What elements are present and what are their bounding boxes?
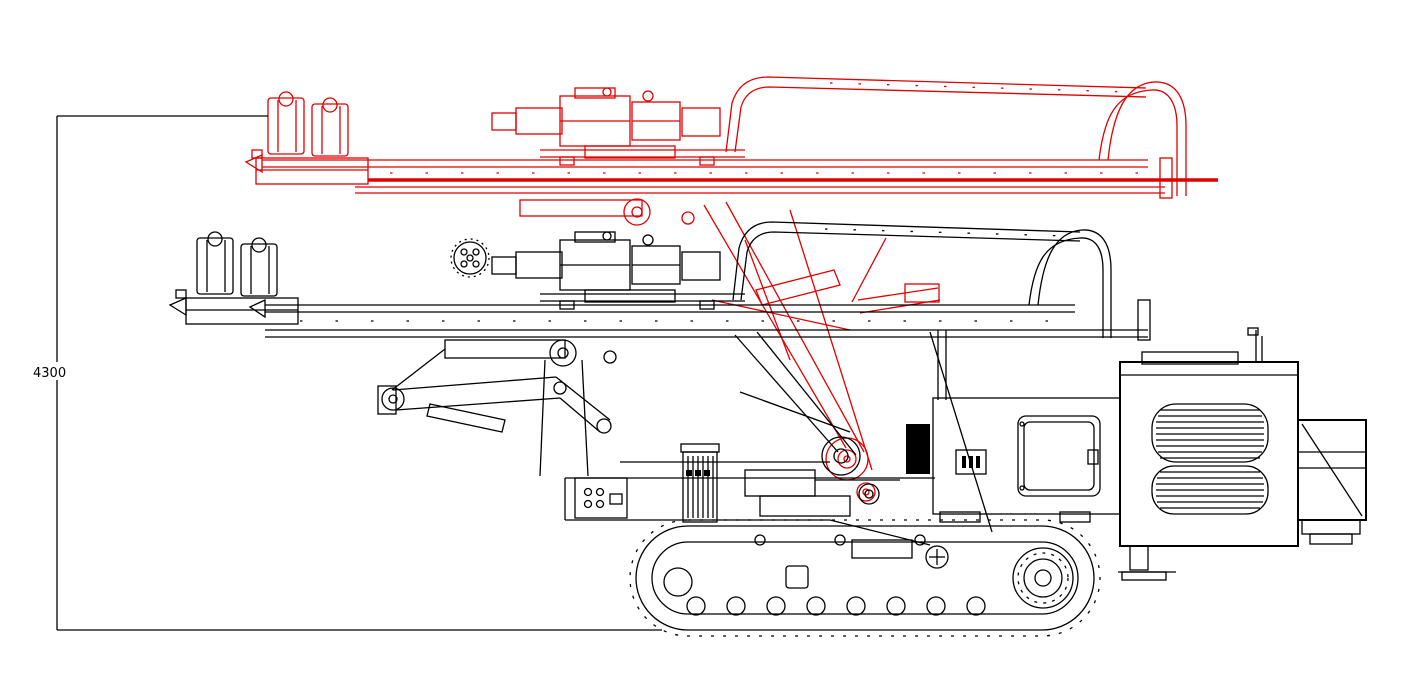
boom-linkage — [377, 330, 993, 533]
hose-manifold — [680, 443, 720, 523]
raised-drill-head — [491, 87, 745, 166]
vent-grille-upper — [1151, 403, 1269, 463]
engine-housing — [1118, 327, 1367, 581]
machine-working-position — [168, 221, 1367, 637]
lowered-drill-head — [450, 231, 745, 310]
deck-and-body — [564, 443, 949, 569]
support-jack — [1118, 545, 1298, 581]
counterweight-box — [1297, 419, 1367, 545]
raised-mast — [244, 76, 1218, 199]
raised-mast-bracket — [519, 198, 695, 226]
lowered-mast — [248, 221, 1151, 341]
raised-mast-clamp — [255, 91, 369, 185]
lowered-mast-bracket — [391, 339, 617, 477]
operator-module — [906, 397, 1121, 523]
raised-linkage — [703, 201, 941, 502]
dimension-annotation: 4300 — [30, 115, 662, 631]
lowered-mast-clamp — [168, 231, 299, 325]
machine-raised-position — [244, 76, 1218, 502]
dimension-label: 4300 — [33, 366, 66, 381]
crawler-track — [629, 519, 1101, 637]
vent-grille-lower — [1151, 465, 1269, 515]
